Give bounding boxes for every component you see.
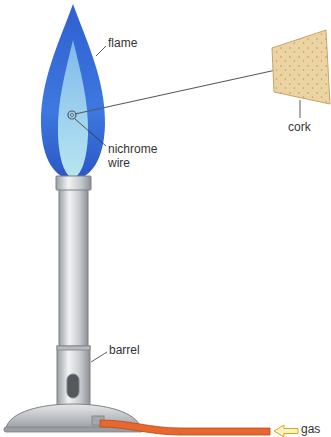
barrel-label: barrel — [109, 343, 140, 357]
flame-label: flame — [108, 36, 137, 50]
wire-label: nichrome wire — [108, 142, 164, 170]
cork-label: cork — [288, 120, 311, 134]
gas-label: gas — [301, 422, 320, 436]
